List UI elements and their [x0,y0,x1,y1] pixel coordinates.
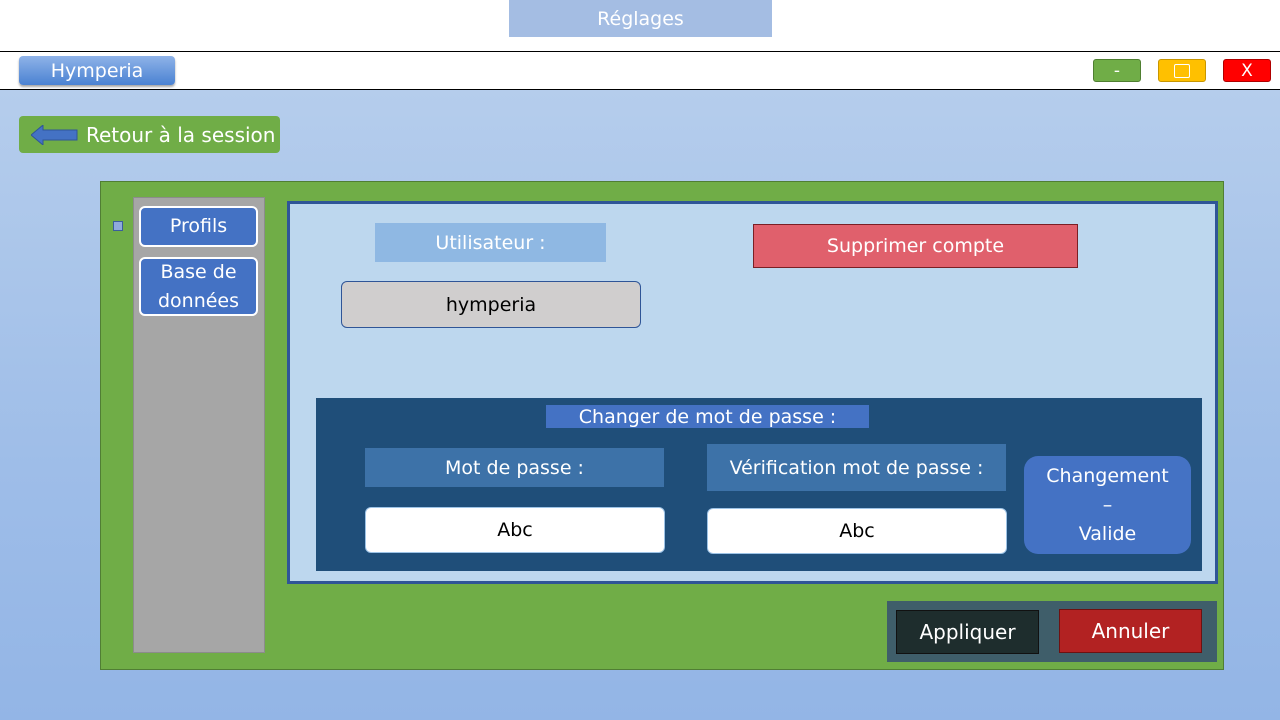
app-name-badge: Hymperia [19,56,175,85]
maximize-button[interactable] [1158,59,1206,82]
password-change-status: Changement – Valide [1024,456,1191,554]
apply-button[interactable]: Appliquer [896,610,1039,654]
password-verify-label: Vérification mot de passe : [707,444,1006,491]
maximize-icon [1174,63,1190,78]
cancel-button[interactable]: Annuler [1059,609,1202,653]
sidebar-item-database[interactable]: Base de données [139,257,258,316]
sidebar-item-profils[interactable]: Profils [139,206,258,247]
status-line-2: – [1102,493,1113,516]
close-button[interactable]: X [1223,59,1271,82]
status-line-3: Valide [1078,522,1137,545]
sidebar-marker-icon [113,221,123,231]
username-field[interactable]: hymperia [341,281,641,328]
back-to-session-button[interactable]: Retour à la session [19,116,280,153]
password-input[interactable]: Abc [365,507,665,553]
page-title: Réglages [509,0,772,37]
password-section-title: Changer de mot de passe : [546,405,869,428]
delete-account-button[interactable]: Supprimer compte [753,224,1078,268]
password-label: Mot de passe : [365,448,664,487]
window-titlebar [0,51,1280,90]
user-label: Utilisateur : [375,223,606,262]
password-verify-input[interactable]: Abc [707,508,1007,554]
arrow-left-icon [31,125,78,145]
minimize-button[interactable]: - [1093,59,1141,82]
status-line-1: Changement [1046,464,1169,487]
back-button-label: Retour à la session [86,123,276,147]
